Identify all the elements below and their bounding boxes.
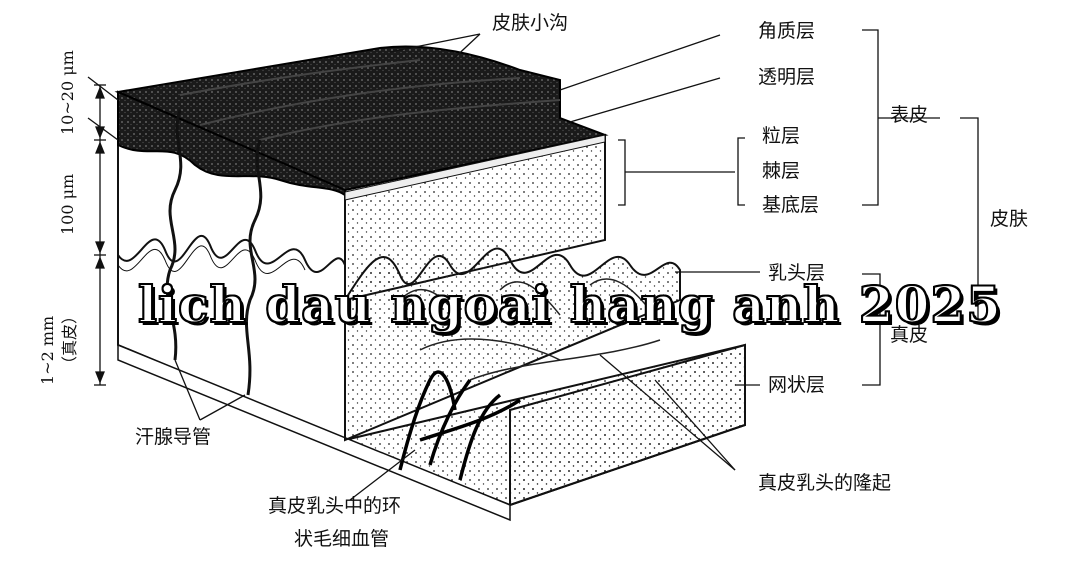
label-papillary-layer: 乳头层 xyxy=(768,262,826,284)
reticular-block-left xyxy=(117,343,511,522)
label-papilla-capillary-line2: 状毛细血管 xyxy=(294,528,390,550)
label-papilla-capillary-line1: 真皮乳头中的环 xyxy=(268,495,402,517)
dermal-papillae-wave-inner xyxy=(117,245,306,274)
skin-groove-lines xyxy=(179,59,561,141)
label-skin: 皮肤 xyxy=(990,208,1029,230)
papillary-ridge-lines xyxy=(399,278,661,381)
label-reticular-layer: 网状层 xyxy=(768,374,826,396)
scale-epidermis-mid: 100 μm xyxy=(58,173,77,235)
scale-dermis: 1~2 mm xyxy=(38,315,57,385)
label-epidermis: 表皮 xyxy=(890,104,929,126)
sweat-duct-1 xyxy=(165,109,183,361)
sweat-duct-2 xyxy=(244,139,263,396)
label-skin-groove: 皮肤小沟 xyxy=(492,12,569,34)
stratum-lucidum-band xyxy=(344,134,606,201)
label-dermal-papilla-ridge: 真皮乳头的隆起 xyxy=(758,472,892,494)
label-dermis: 真皮 xyxy=(890,324,929,346)
corneum-front-edge xyxy=(117,90,346,197)
stratum-corneum-surface xyxy=(114,45,609,192)
dermal-papillae-wave xyxy=(117,235,346,274)
label-stratum-basale: 基底层 xyxy=(762,194,820,216)
label-stratum-spinosum: 棘层 xyxy=(762,160,801,182)
label-stratum-lucidum: 透明层 xyxy=(758,66,816,88)
scale-bars xyxy=(94,84,106,386)
reticular-block-front xyxy=(509,343,746,507)
label-sweat-duct: 汗腺导管 xyxy=(135,426,212,448)
scale-dermis-note: （真皮） xyxy=(60,307,79,372)
overlay-caption: lich dau ngoai hang anh 2025 xyxy=(137,275,1002,334)
capillary-loops xyxy=(398,370,521,481)
label-stratum-corneum: 角质层 xyxy=(758,20,816,42)
scale-epidermis-top: 10~20 μm xyxy=(58,50,77,135)
leader-lines xyxy=(87,29,979,501)
papillary-ridges xyxy=(344,247,681,442)
label-stratum-granulosum: 粒层 xyxy=(762,125,801,147)
